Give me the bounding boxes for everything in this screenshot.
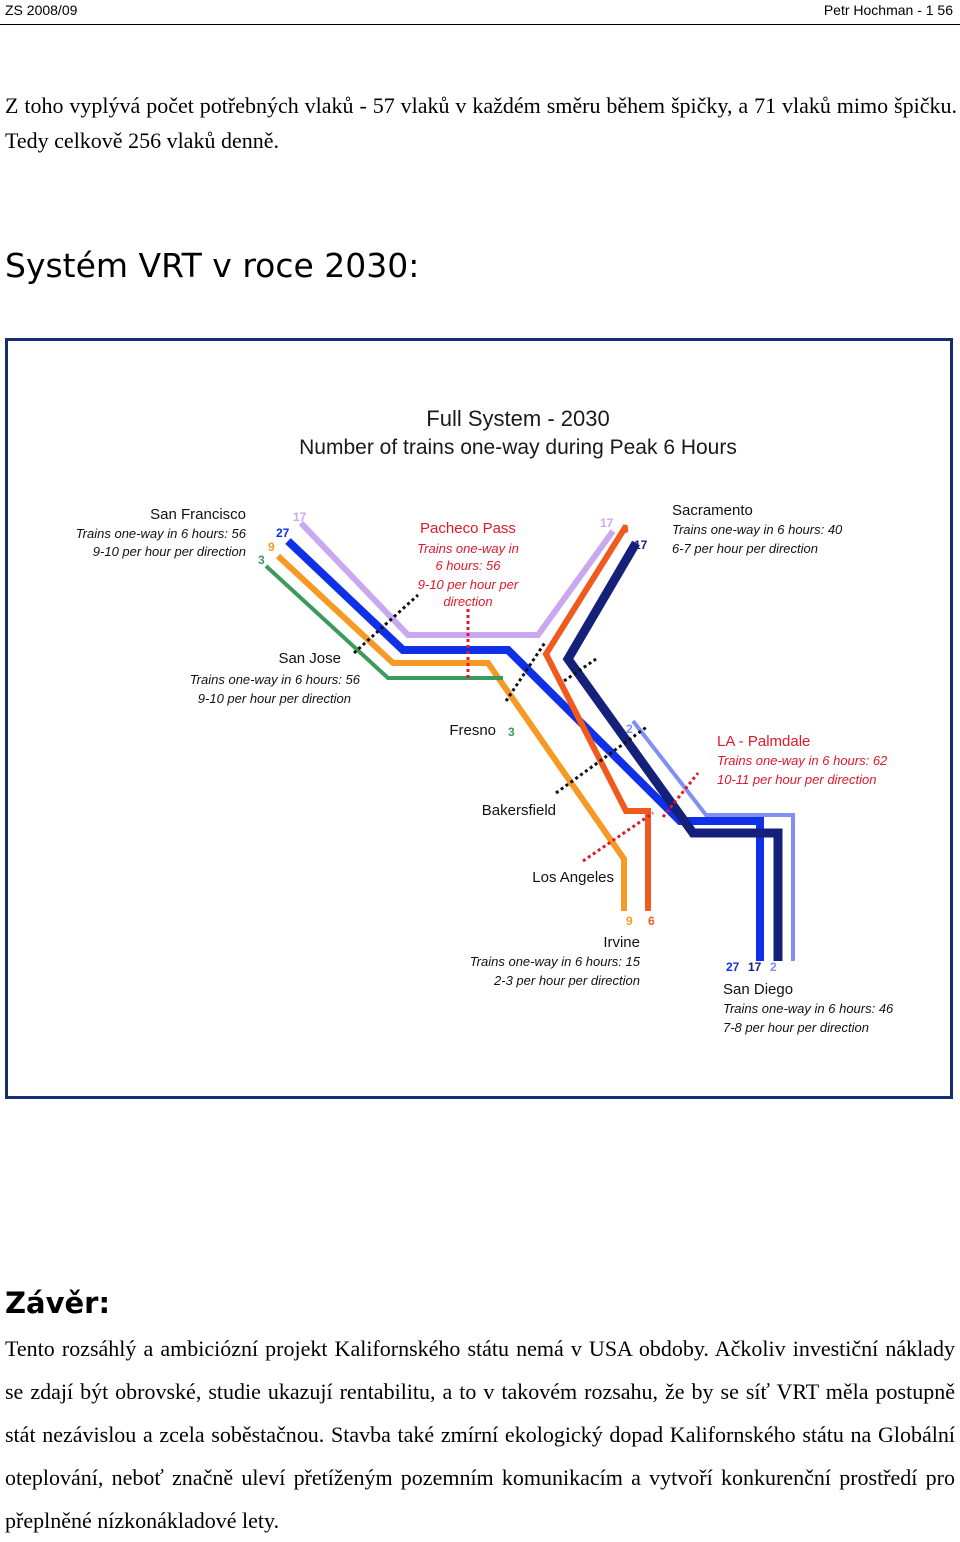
line-lavender bbox=[298, 520, 616, 638]
map-title: Full System - 2030 bbox=[426, 406, 609, 431]
line-green bbox=[264, 564, 503, 680]
station-pacheco-line2: 6 hours: 56 bbox=[435, 558, 501, 573]
header-course: ZS 2008/09 bbox=[5, 2, 78, 18]
count-sf-9: 9 bbox=[268, 540, 275, 554]
count-fresno-3: 3 bbox=[508, 725, 515, 739]
station-lapalmdale-line2: 10-11 per hour per direction bbox=[717, 772, 876, 787]
station-irvine-name: Irvine bbox=[603, 934, 640, 951]
count-sac-6: 6 bbox=[622, 522, 629, 536]
count-sac-17a: 17 bbox=[600, 516, 614, 530]
count-sd-27: 27 bbox=[726, 960, 740, 974]
conclusion-paragraph: Tento rozsáhlý a ambiciózní projekt Kali… bbox=[5, 1327, 955, 1542]
station-losangeles-name: Los Angeles bbox=[532, 869, 614, 886]
line-orange bbox=[275, 553, 627, 911]
bakersfield-dotted bbox=[555, 724, 649, 795]
count-sf-27: 27 bbox=[276, 526, 290, 540]
section-title: Systém VRT v roce 2030: bbox=[5, 246, 420, 285]
sac-dotted bbox=[563, 657, 597, 683]
station-sacramento-line1: Trains one-way in 6 hours: 40 bbox=[672, 522, 843, 537]
count-irv-9: 9 bbox=[626, 914, 633, 928]
station-lapalmdale-line1: Trains one-way in 6 hours: 62 bbox=[717, 753, 888, 768]
count-sd-17: 17 bbox=[748, 960, 762, 974]
fresno-dotted bbox=[504, 640, 548, 702]
station-sacramento-name: Sacramento bbox=[672, 502, 753, 519]
count-sac-17b: 17 bbox=[634, 538, 648, 552]
count-sf-17: 17 bbox=[293, 510, 307, 524]
conclusion-text: Tento rozsáhlý a ambiciózní projekt Kali… bbox=[5, 1336, 955, 1533]
station-sanjose-line1: Trains one-way in 6 hours: 56 bbox=[190, 672, 361, 687]
station-lapalmdale-name: LA - Palmdale bbox=[717, 733, 810, 750]
station-pacheco-line1: Trains one-way in bbox=[417, 541, 519, 556]
station-sandiego-name: San Diego bbox=[723, 981, 793, 998]
page-header: ZS 2008/09 Petr Hochman - 1 56 bbox=[0, 0, 960, 25]
intro-text: Z toho vyplývá počet potřebných vlaků - … bbox=[5, 93, 957, 154]
station-bakersfield-name: Bakersfield bbox=[482, 802, 556, 819]
intro-paragraph: Z toho vyplývá počet potřebných vlaků - … bbox=[5, 88, 957, 158]
station-sanfrancisco-name: San Francisco bbox=[150, 506, 246, 523]
station-sacramento-line2: 6-7 per hour per direction bbox=[672, 541, 818, 556]
station-irvine-line1: Trains one-way in 6 hours: 15 bbox=[470, 954, 641, 969]
header-author-page: Petr Hochman - 1 56 bbox=[823, 2, 953, 18]
line-light-blue bbox=[631, 719, 795, 961]
conclusion-title: Závěr: bbox=[5, 1286, 111, 1320]
station-sanfrancisco-line2: 9-10 per hour per direction bbox=[93, 544, 246, 559]
station-irvine-line2: 2-3 per hour per direction bbox=[493, 973, 640, 988]
station-sanjose-name: San Jose bbox=[278, 650, 341, 667]
count-irv-6: 6 bbox=[648, 914, 655, 928]
line-red-orange bbox=[542, 524, 651, 911]
station-pacheco-line3: 9-10 per hour per bbox=[418, 577, 519, 592]
sanjose-dotted bbox=[352, 593, 420, 655]
map-subtitle: Number of trains one-way during Peak 6 H… bbox=[299, 436, 737, 459]
station-sanfrancisco-line1: Trains one-way in 6 hours: 56 bbox=[76, 526, 247, 541]
count-sf-3: 3 bbox=[258, 553, 265, 567]
station-sanjose-line2: 9-10 per hour per direction bbox=[198, 691, 351, 706]
count-sd-2: 2 bbox=[770, 960, 777, 974]
station-sandiego-line2: 7-8 per hour per direction bbox=[723, 1020, 869, 1035]
station-fresno-name: Fresno bbox=[449, 722, 496, 739]
station-pacheco-line4: direction bbox=[443, 594, 492, 609]
losangeles-dotted bbox=[582, 811, 654, 863]
rail-map-svg: Full System - 2030 Number of trains one-… bbox=[76, 406, 894, 1035]
count-lap-2: 2 bbox=[626, 722, 633, 736]
line-blue bbox=[285, 538, 764, 961]
rail-map-figure: Full System - 2030 Number of trains one-… bbox=[5, 338, 953, 1099]
line-navy bbox=[562, 540, 783, 961]
station-pacheco-name: Pacheco Pass bbox=[420, 520, 516, 537]
station-sandiego-line1: Trains one-way in 6 hours: 46 bbox=[723, 1001, 894, 1016]
